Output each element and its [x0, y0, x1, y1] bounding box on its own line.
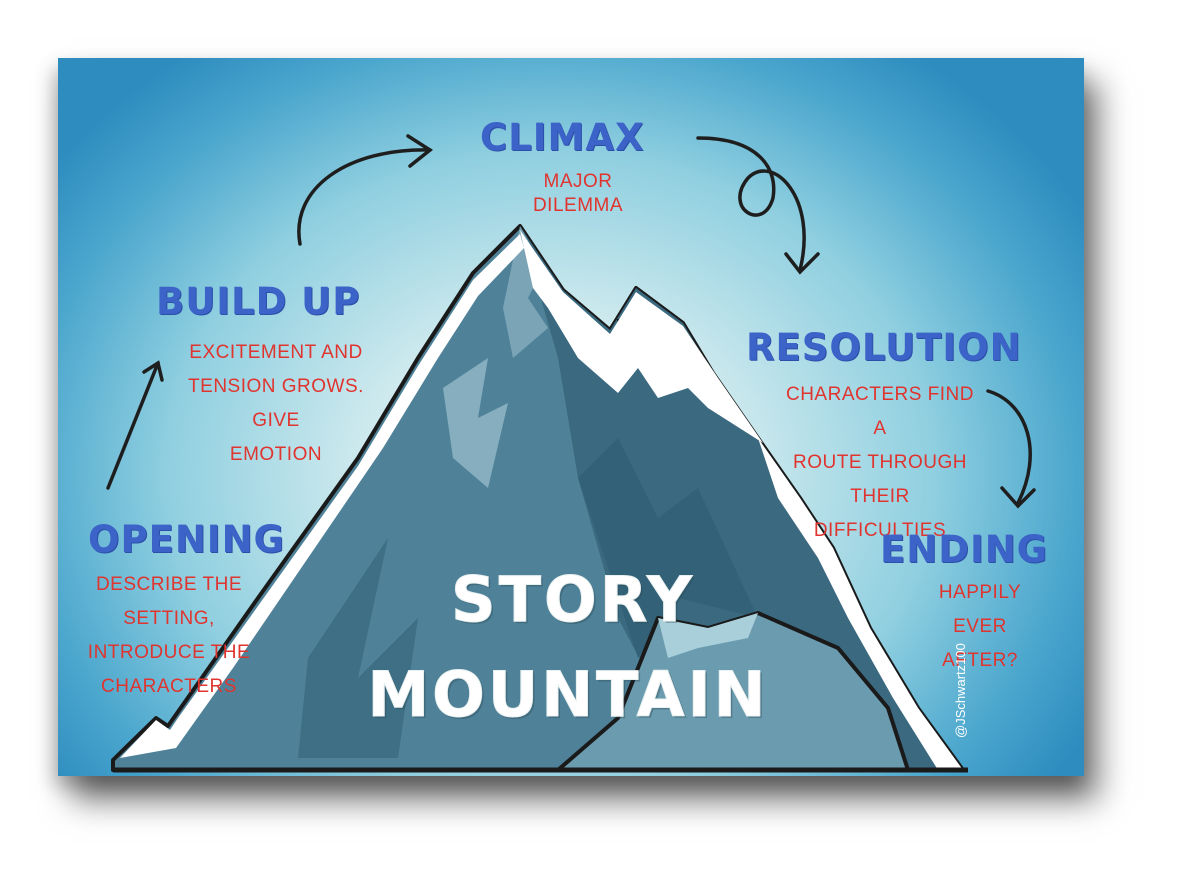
climax-description: MAJOR DILEMMA: [532, 171, 624, 216]
arrow-resolution-to-ending: [986, 389, 1036, 509]
main-title-line2: MOUNTAIN: [367, 658, 769, 732]
main-title-line1: STORY: [451, 563, 695, 637]
mountain-light-facet-1: [443, 358, 508, 488]
story-mountain-card: CLIMAX MAJOR DILEMMA BUILD UP EXCITEMENT…: [58, 58, 1084, 776]
mountain-streak-mid: [578, 438, 758, 658]
opening-heading: OPENING: [88, 518, 285, 561]
mountain-illustration: [106, 134, 1036, 773]
climax-heading: CLIMAX: [480, 116, 645, 159]
foreground-peak-highlight: [658, 613, 758, 658]
mountain-snow-right: [758, 438, 963, 770]
mountain-streak-left: [298, 538, 418, 758]
opening-description: DESCRIBE THE SETTING, INTRODUCE THE CHAR…: [87, 574, 251, 697]
artist-credit: @JSchwartz100: [953, 643, 968, 738]
build-up-heading: BUILD UP: [156, 280, 361, 323]
resolution-heading: RESOLUTION: [746, 326, 1022, 369]
ending-heading: ENDING: [880, 528, 1049, 571]
mountain-snow-left: [120, 234, 524, 758]
mountain-snow-summit: [520, 230, 763, 443]
arrow-opening-to-buildup: [106, 360, 164, 490]
arrow-buildup-to-climax: [297, 134, 434, 246]
build-up-description: EXCITEMENT AND TENSION GROWS. GIVE EMOTI…: [188, 342, 364, 465]
resolution-description: CHARACTERS FIND A ROUTE THROUGH THEIR DI…: [785, 384, 974, 541]
ending-description: HAPPILY EVER AFTER?: [938, 582, 1022, 671]
arrow-climax-to-resolution: [696, 136, 820, 275]
